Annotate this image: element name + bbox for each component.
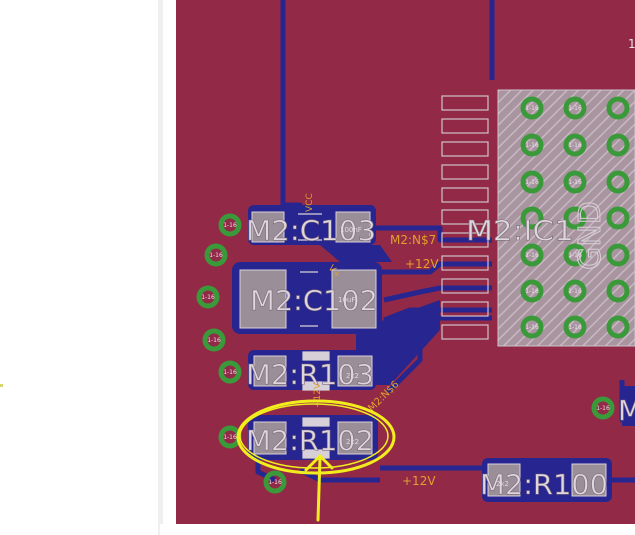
via-grid-label: 1-16 xyxy=(568,288,582,295)
via-grid-label: 1-16 xyxy=(568,252,582,259)
ic-pad xyxy=(441,164,489,180)
ic-pad xyxy=(441,232,489,248)
via-label: 1-16 xyxy=(223,369,237,376)
via-label: 1-16 xyxy=(223,222,237,229)
label-r100: M2:R100 xyxy=(480,468,608,501)
pad-r102-2 xyxy=(337,421,373,455)
annotation-circle-inner xyxy=(239,403,389,469)
ic-pad xyxy=(441,301,489,317)
panel-divider[interactable] xyxy=(158,0,163,535)
via-grid-label: 1-16 xyxy=(568,142,582,149)
ic-pad xyxy=(441,141,489,157)
pcb-canvas[interactable]: 1-16 1-16 1-16 1-16 1-16 1-16 1-16 1-16 … xyxy=(176,0,635,524)
ic-pad xyxy=(441,278,489,294)
ic-pad-column xyxy=(441,95,489,340)
via-label: 1-16 xyxy=(201,294,215,301)
via-label: 1-16 xyxy=(596,405,610,412)
via-label: 1-16 xyxy=(223,434,237,441)
ic-pad xyxy=(441,255,489,271)
fill-r103-link xyxy=(356,300,440,385)
via-grid-label: 1-16 xyxy=(568,324,582,331)
pad-r103-1 xyxy=(253,355,287,387)
ic-pad xyxy=(441,324,489,340)
fill-right-edge xyxy=(622,386,635,426)
annotation-highlight xyxy=(236,399,396,522)
ic-pad xyxy=(441,187,489,203)
net-label-12v: +12V xyxy=(405,257,439,271)
label-r103: M2:R103 xyxy=(246,358,374,391)
ic-pad xyxy=(441,209,489,225)
component-outlines xyxy=(298,213,330,459)
net-label-vcc: VCC xyxy=(305,193,315,212)
left-vias: 1-16 1-16 1-16 1-16 1-16 1-16 1-16 1-16 xyxy=(196,213,615,494)
right-edge-mark: 1 xyxy=(628,37,635,51)
pad-r100-1 xyxy=(487,463,521,497)
pad-r103-2 xyxy=(337,355,373,387)
fill-c102-top xyxy=(320,245,392,262)
annotation-circle xyxy=(236,399,396,475)
value-r103: 2k2 xyxy=(346,372,359,380)
via-grid-label: 1-16 xyxy=(568,105,582,112)
annotation-arrow-head xyxy=(304,453,334,472)
label-ic1: M2:IC1 xyxy=(466,214,574,247)
pcb-layout-svg[interactable]: 1-16 1-16 1-16 1-16 1-16 1-16 1-16 1-16 … xyxy=(176,0,635,524)
left-panel-marker xyxy=(0,384,3,387)
ic-pad xyxy=(441,118,489,134)
ic-pad xyxy=(441,95,489,111)
via-label: 1-16 xyxy=(207,337,221,344)
via-grid-label: 1-16 xyxy=(568,179,582,186)
label-c102: M2:C102 xyxy=(250,284,378,317)
trace-12v xyxy=(378,261,492,275)
pad-c102-2 xyxy=(331,269,377,329)
via-label: 1-16 xyxy=(268,479,282,486)
net-label-12v-vertical: +12V xyxy=(313,382,323,408)
value-c103: 100nF xyxy=(340,226,362,234)
component-labels: M2:C103 M2:C102 M2:R103 M2:R102 M2:R100 … xyxy=(246,214,635,502)
ic-via-grid: 1-16 1-16 1-16 1-16 1-16 1-16 1-16 1-16 … xyxy=(520,96,630,339)
trace-n7 xyxy=(375,225,492,243)
value-ic1: GND xyxy=(573,201,608,270)
bottom-strip xyxy=(160,524,635,535)
via-grid-label: 1-16 xyxy=(525,288,539,295)
component-values: 100nF 10uF 2k2 2k2 2k2 GND xyxy=(338,201,609,488)
pad-r100-2 xyxy=(571,463,607,497)
label-r102: M2:R102 xyxy=(246,424,374,457)
via-grid-label: 1-16 xyxy=(525,105,539,112)
value-c102: 10uF xyxy=(338,296,355,304)
pad-c103-2 xyxy=(335,211,371,243)
annotation-arrow-shaft xyxy=(316,456,322,522)
via-grid-label: 1-16 xyxy=(525,142,539,149)
component-pads xyxy=(239,211,607,497)
pad-c103-1 xyxy=(251,211,285,243)
via-grid-label: 1-16 xyxy=(525,324,539,331)
net-label-12v-bottom: +12V xyxy=(402,474,436,488)
net-label-n7: M2:N$7 xyxy=(390,233,436,247)
via-grid-label: 1-16 xyxy=(525,179,539,186)
left-panel xyxy=(0,0,160,535)
via-label: 1-16 xyxy=(209,252,223,259)
pad-r102-1 xyxy=(253,421,287,455)
trace-mid xyxy=(383,285,492,303)
via-grid-label: 1-16 xyxy=(525,252,539,259)
value-r100: 2k2 xyxy=(496,480,509,488)
label-right-edge: M xyxy=(618,394,635,427)
label-c103: M2:C103 xyxy=(246,214,376,247)
value-r102: 2k2 xyxy=(346,438,359,446)
pad-c102-1 xyxy=(239,269,287,329)
